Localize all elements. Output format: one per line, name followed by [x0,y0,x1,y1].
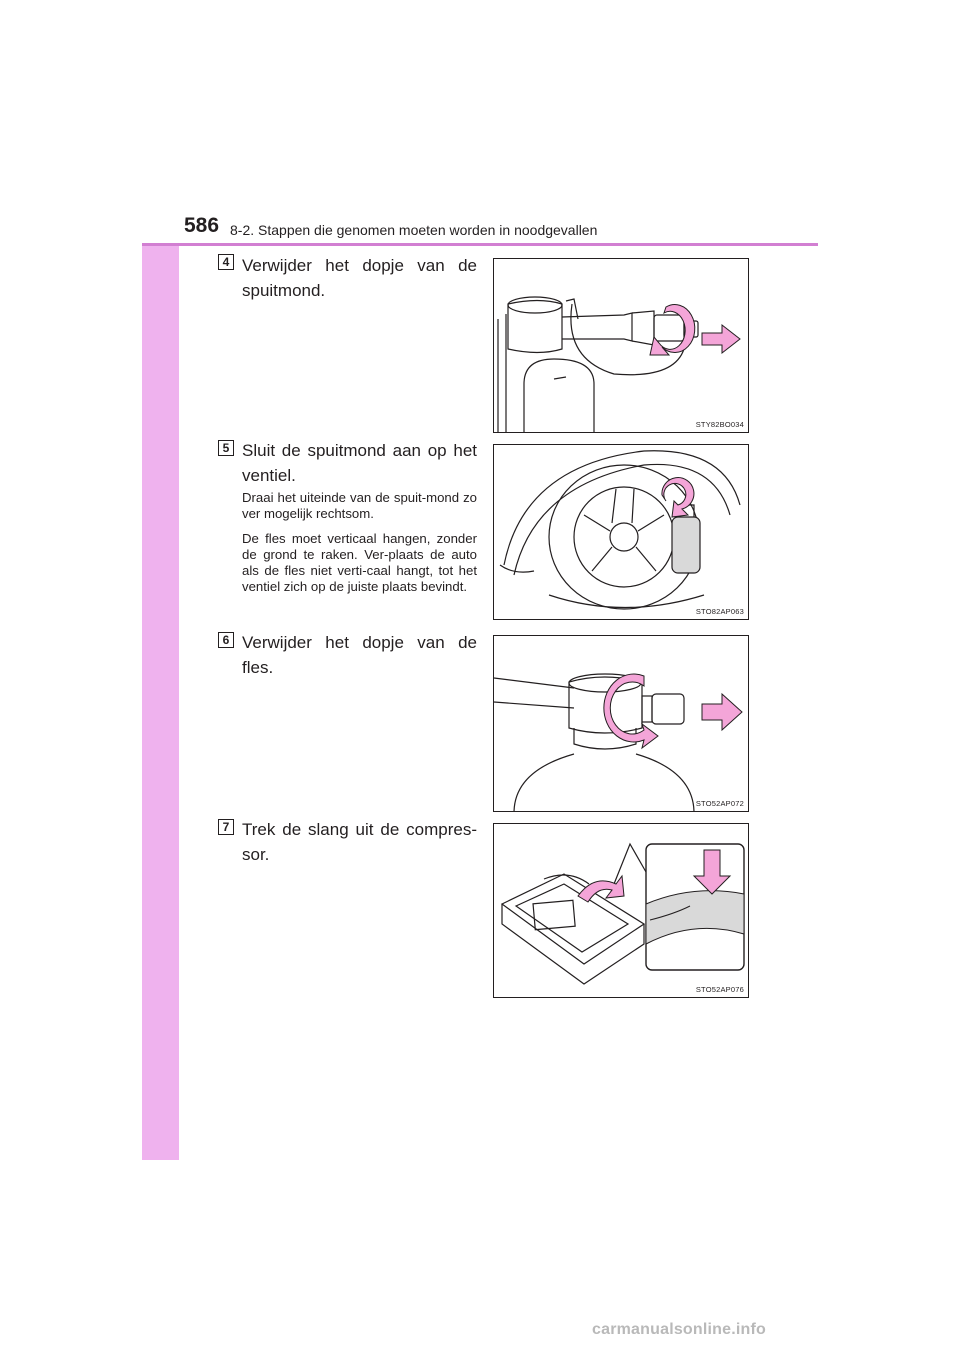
figure-nozzle-cap: STY82BO034 [493,258,749,433]
step-6-text: Verwijder het dopje van de fles. [242,633,477,677]
header-rule [142,243,818,246]
figure-bottle-cap: STO52AP072 [493,635,749,812]
step-number-7: 7 [218,819,234,835]
compressor-hose-illustration [500,842,745,985]
section-title: 8-2. Stappen die genomen moeten worden i… [230,222,598,238]
figure-compressor-hose: STO52AP076 [493,823,749,998]
step-5-note-2: De fles moet verticaal hangen, zonder de… [242,531,477,594]
figure-connect-nozzle: STO82AP063 [493,444,749,620]
step-number-4: 4 [218,254,234,270]
figure-code: STO82AP063 [695,607,744,616]
page-number: 586 [184,214,220,237]
step-number-6: 6 [218,632,234,648]
step-4-text: Verwijder het dopje van de spuitmond. [242,256,477,300]
figure-code: STO52AP072 [695,799,744,808]
figure-code: STO52AP076 [695,985,744,994]
header-band [142,142,818,244]
step-5-note-1: Draai het uiteinde van de spuit-mond zo … [242,490,477,521]
step-5-notes: Draai het uiteinde van de spuit-mond zo … [242,490,477,604]
bottle-cap-illustration [494,673,743,811]
chapter-sidebar [142,142,179,1160]
step-number-5: 5 [218,440,234,456]
step-7-text: Trek de slang uit de compres-sor. [242,820,477,864]
watermark: carmanualsonline.info [592,1321,767,1338]
connect-nozzle-illustration [499,450,741,610]
nozzle-cap-illustration [497,296,741,432]
figure-code: STY82BO034 [695,420,744,429]
step-5-text: Sluit de spuitmond aan op het ventiel. [242,441,477,485]
